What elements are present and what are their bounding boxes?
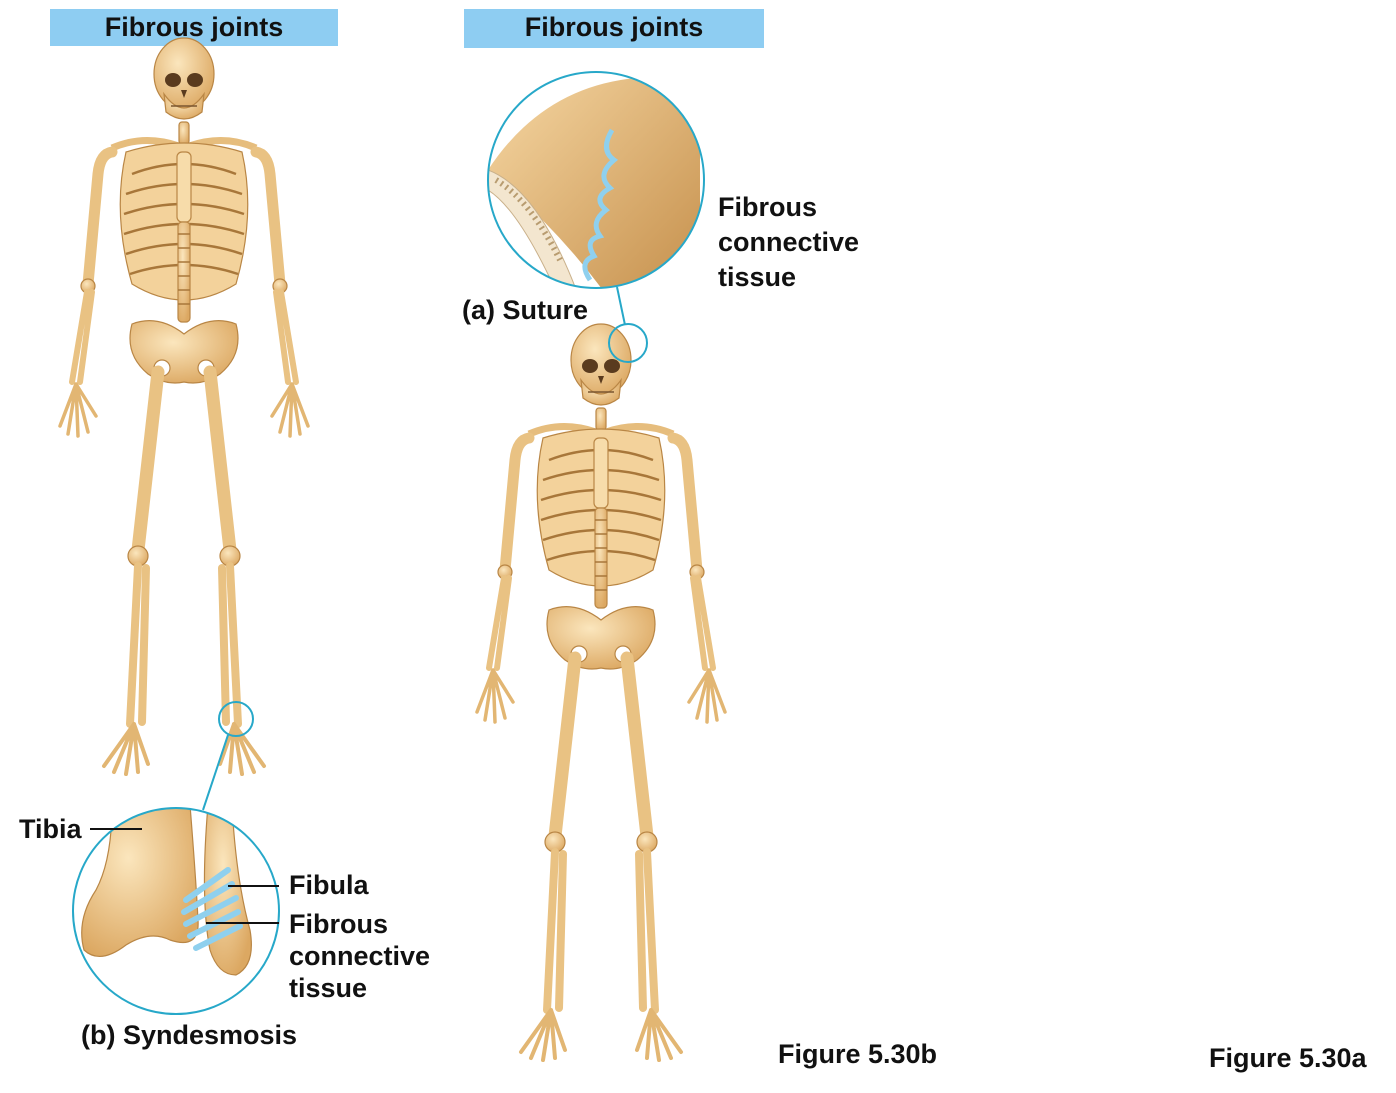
suture-closeup	[488, 72, 704, 288]
suture-callout-line	[616, 286, 626, 326]
tibia-label: Tibia	[19, 814, 82, 844]
right-skeleton	[477, 324, 725, 1060]
figure-label-b: Figure 5.30b	[778, 1039, 938, 1069]
fibrous-ligament	[181, 867, 243, 951]
ankle-callout-line	[202, 734, 229, 811]
syndesmosis-caption: (b) Syndesmosis	[81, 1020, 298, 1050]
right-header: Fibrous joints	[464, 9, 764, 48]
left-skeleton	[60, 38, 308, 774]
suture-tissue-label: Fibrous connective tissue	[718, 192, 860, 292]
figure-label-a: Figure 5.30a	[1209, 1043, 1367, 1073]
syndesmosis-closeup-ring	[72, 807, 280, 1015]
suture-caption: (a) Suture	[462, 295, 589, 325]
ankle-marker-circle	[218, 701, 254, 737]
suture-closeup-ring	[487, 71, 705, 289]
syndesmosis-closeup	[73, 808, 279, 1014]
fibula-label: Fibula	[289, 870, 369, 900]
syndesmosis-tissue-label: Fibrous connective tissue	[289, 909, 431, 1003]
suture-marker-circle	[608, 323, 648, 363]
